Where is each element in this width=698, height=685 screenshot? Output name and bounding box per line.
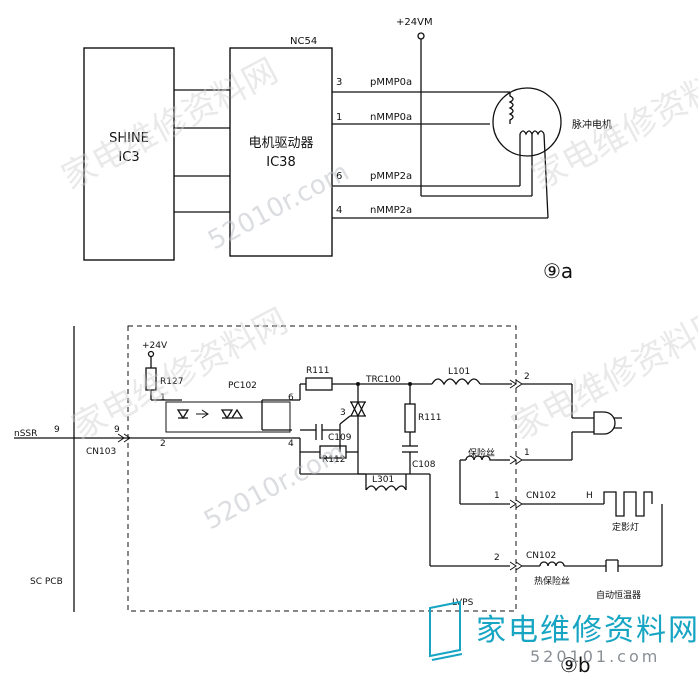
opto-triac — [220, 408, 244, 420]
thermostat-label: 自动恒温器 — [596, 589, 641, 601]
pin9-right: 9 — [114, 425, 120, 435]
site-logo: 家电维修资料网 520101.com — [429, 600, 698, 666]
trc-pin3: 3 — [340, 408, 346, 418]
c109-label: C109 — [328, 433, 352, 443]
c108-label: C108 — [412, 460, 436, 470]
pin6-label: 6 — [336, 171, 342, 182]
cn103-label: CN103 — [86, 447, 116, 457]
lvps-boundary — [127, 325, 517, 612]
shine-label: SHINE — [109, 131, 149, 146]
logo-text: 家电维修资料网 — [476, 613, 698, 648]
ac-plug — [593, 411, 622, 435]
logo-url: 520101.com — [530, 647, 660, 666]
trc-gate — [339, 415, 351, 425]
lamp-h-label: H — [586, 491, 593, 501]
l101-label: L101 — [448, 367, 470, 377]
figure-a-label: ⑨a — [543, 259, 573, 283]
cn102a-pin: 1 — [494, 491, 500, 501]
nmmp0a-label: nMMP0a — [370, 112, 412, 123]
opto-light-arrows — [196, 409, 209, 419]
ic3-label: IC3 — [118, 150, 139, 165]
trc100-label: TRC100 — [365, 375, 401, 385]
nc54-label: NC54 — [290, 36, 317, 47]
nmmp2a-label: nMMP2a — [370, 205, 412, 216]
r111-right-label: R111 — [418, 413, 441, 423]
figure-a: SHINE IC3 电机驱动器 IC38 NC54 +24VM 3 pMMP0a… — [83, 17, 612, 283]
pmmp2a-label: pMMP2a — [370, 171, 412, 182]
watermark-site-3: 家电维修资料网 — [65, 301, 294, 448]
supply-24vm-label: +24VM — [396, 17, 433, 28]
sc-pcb-label: SC PCB — [30, 577, 63, 587]
motor-coil-a — [508, 92, 514, 124]
motor-driver-label: 电机驱动器 — [248, 136, 313, 151]
motor-coil-b — [519, 130, 545, 136]
pmmp0a-label: pMMP0a — [370, 77, 412, 88]
pin1-label: 1 — [336, 112, 342, 123]
watermarks: 家电维修资料网 家电维修资料网 家电维修资料网 家电维修资料网 52010r.c… — [55, 51, 698, 666]
ac-bot-connector — [509, 455, 523, 465]
ac-pin1: 1 — [524, 448, 530, 458]
thermostat-symbol — [600, 559, 624, 572]
l101-coil — [431, 378, 481, 386]
lvps-label: LVPS — [452, 598, 474, 608]
trc-symbol — [350, 400, 366, 418]
opto-pin4: 4 — [288, 439, 294, 449]
ic38-label: IC38 — [266, 155, 295, 170]
opto-led — [176, 409, 190, 420]
l301-label: L301 — [372, 475, 394, 485]
supply-24v-terminal — [147, 350, 155, 358]
logo-book-icon — [429, 600, 463, 661]
watermark-site-4: 家电维修资料网 — [505, 301, 698, 448]
r111-top-resistor — [305, 377, 333, 391]
shine-ic3-block — [83, 47, 175, 261]
fuser-lamp-label: 定影灯 — [612, 521, 639, 533]
figure-b-label: ⑨b — [560, 653, 591, 677]
ac-pin2: 2 — [524, 372, 530, 382]
motor-driver-ic38-block — [229, 47, 333, 257]
opto-pin6: 6 — [288, 393, 294, 403]
pin9-left: 9 — [54, 425, 60, 435]
watermark-site-2: 家电维修资料网 — [525, 51, 698, 198]
pin3-label: 3 — [336, 77, 342, 88]
r127-label: R127 — [160, 377, 183, 387]
opto-pin1: 1 — [160, 393, 166, 403]
fuser-lamp — [603, 491, 653, 517]
thermal-fuse-label: 热保险丝 — [534, 575, 570, 587]
pin4-label: 4 — [336, 205, 342, 216]
thermal-fuse-symbol — [539, 561, 565, 567]
cn102a-label: CN102 — [526, 491, 556, 501]
pulse-motor-circle — [492, 87, 562, 157]
fuse-symbol — [465, 455, 496, 461]
motor-coil-b-right — [543, 133, 549, 219]
figure-b: LVPS SC PCB nSSR 9 9 CN103 +24V R127 PC1… — [14, 325, 663, 677]
pc102-body — [165, 401, 291, 433]
cn102b-label: CN102 — [526, 551, 556, 561]
r111-right-resistor — [404, 403, 416, 433]
cn102b-pin: 2 — [494, 553, 500, 563]
watermark-domain-2: 52010r.com — [199, 437, 350, 536]
r112-label: R112 — [322, 455, 345, 465]
nssr-label: nSSR — [14, 429, 37, 439]
r111-top-label: R111 — [306, 366, 329, 376]
pc102-label: PC102 — [228, 381, 257, 391]
l301-coil — [365, 485, 407, 492]
supply-24v-label: +24V — [142, 341, 168, 351]
opto-pin2: 2 — [160, 439, 166, 449]
cn103-arrow — [117, 433, 131, 443]
supply-24vm-terminal — [417, 32, 425, 40]
pulse-motor-label: 脉冲电机 — [572, 118, 612, 131]
